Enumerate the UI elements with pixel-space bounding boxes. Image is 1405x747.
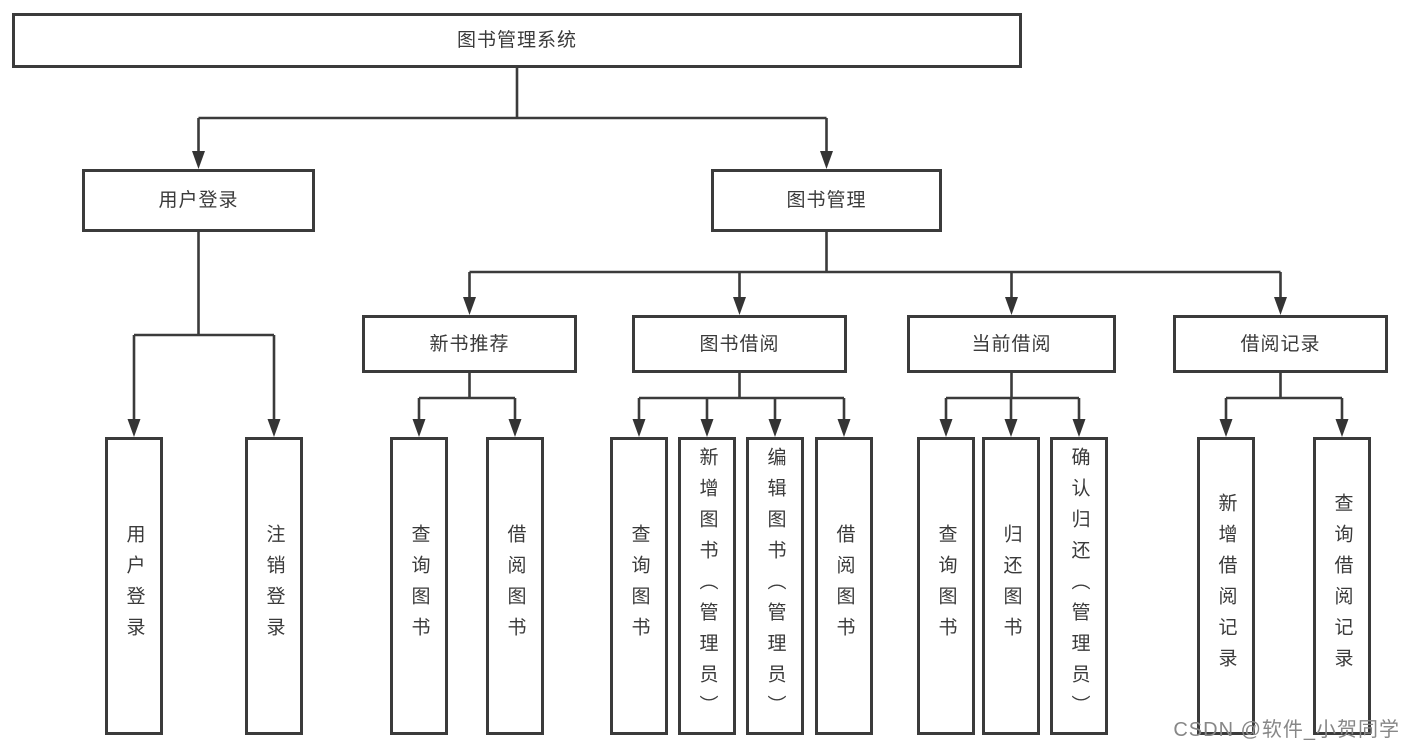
node-leaf-query-book-rec: 查询图书 [390,437,448,735]
arrowhead-icon [127,419,141,437]
node-leaf-add-borrow-record: 新增借阅记录 [1197,437,1255,735]
arrowhead-icon [1004,419,1018,437]
edge-new-book-branch [412,373,522,437]
node-label-book-management-module: 图书管理 [786,190,867,211]
node-label-user-login-module: 用户登录 [158,190,239,211]
node-label-new-book-recommend: 新书推荐 [429,333,510,355]
arrowhead-icon [768,419,782,437]
arrowhead-icon [1219,419,1233,437]
node-leaf-user-login: 用户登录 [105,437,163,735]
node-root: 图书管理系统 [12,13,1022,68]
edge-book-mgmt-branch [463,232,1287,315]
arrowhead-icon [700,419,714,437]
node-leaf-query-borrow-record: 查询借阅记录 [1313,437,1371,735]
arrowhead-icon [1335,419,1349,437]
node-leaf-query-book-borrow: 查询图书 [610,437,668,735]
node-leaf-logout: 注销登录 [245,437,303,735]
node-label-borrow-record: 借阅记录 [1240,333,1321,355]
node-user-login-module: 用户登录 [82,169,315,232]
edge-root-branch [192,68,833,169]
arrowhead-icon [733,297,746,315]
edge-book-borrow-branch [632,373,851,437]
node-leaf-add-book-admin: 新增图书（管理员） [678,437,736,735]
arrowhead-icon [192,151,205,169]
node-label-leaf-query-book-borrow: 查询图书 [628,524,650,648]
node-leaf-borrow-book-borrow: 借阅图书 [815,437,873,735]
arrowhead-icon [463,297,476,315]
arrowhead-icon [508,419,522,437]
edge-current-borrow-branch [939,373,1086,437]
node-label-leaf-edit-book-admin: 编辑图书（管理员） [764,446,786,726]
arrowhead-icon [412,419,426,437]
node-label-leaf-add-book-admin: 新增图书（管理员） [696,446,718,726]
node-label-leaf-query-book-current: 查询图书 [935,524,957,648]
node-label-root: 图书管理系统 [456,30,577,51]
edge-borrow-record-branch [1219,373,1349,437]
arrowhead-icon [1274,297,1287,315]
node-leaf-return-book: 归还图书 [982,437,1040,735]
arrowhead-icon [632,419,646,437]
arrowhead-icon [820,151,833,169]
node-leaf-borrow-book-rec: 借阅图书 [486,437,544,735]
node-new-book-recommend: 新书推荐 [362,315,577,373]
node-book-borrow: 图书借阅 [632,315,847,373]
node-label-leaf-borrow-book-rec: 借阅图书 [504,524,526,648]
node-label-current-borrow: 当前借阅 [971,333,1052,355]
edge-user-login-branch [127,232,281,437]
node-label-leaf-user-login: 用户登录 [123,524,145,648]
node-borrow-record: 借阅记录 [1173,315,1388,373]
node-label-leaf-query-borrow-record: 查询借阅记录 [1331,493,1353,679]
node-book-management-module: 图书管理 [711,169,942,232]
node-label-book-borrow: 图书借阅 [699,333,780,355]
arrowhead-icon [837,419,851,437]
node-label-leaf-confirm-return-admin: 确认归还（管理员） [1068,446,1090,726]
node-leaf-confirm-return-admin: 确认归还（管理员） [1050,437,1108,735]
node-label-leaf-add-borrow-record: 新增借阅记录 [1215,493,1237,679]
node-label-leaf-return-book: 归还图书 [1000,524,1022,648]
arrowhead-icon [939,419,953,437]
arrowhead-icon [1072,419,1086,437]
node-current-borrow: 当前借阅 [907,315,1116,373]
node-label-leaf-logout: 注销登录 [263,524,285,648]
node-leaf-edit-book-admin: 编辑图书（管理员） [746,437,804,735]
arrowhead-icon [1005,297,1018,315]
watermark: CSDN @软件_小贺同学 [1173,719,1400,741]
node-label-leaf-query-book-rec: 查询图书 [408,524,430,648]
arrowhead-icon [267,419,281,437]
node-label-leaf-borrow-book-borrow: 借阅图书 [833,524,855,648]
node-leaf-query-book-current: 查询图书 [917,437,975,735]
